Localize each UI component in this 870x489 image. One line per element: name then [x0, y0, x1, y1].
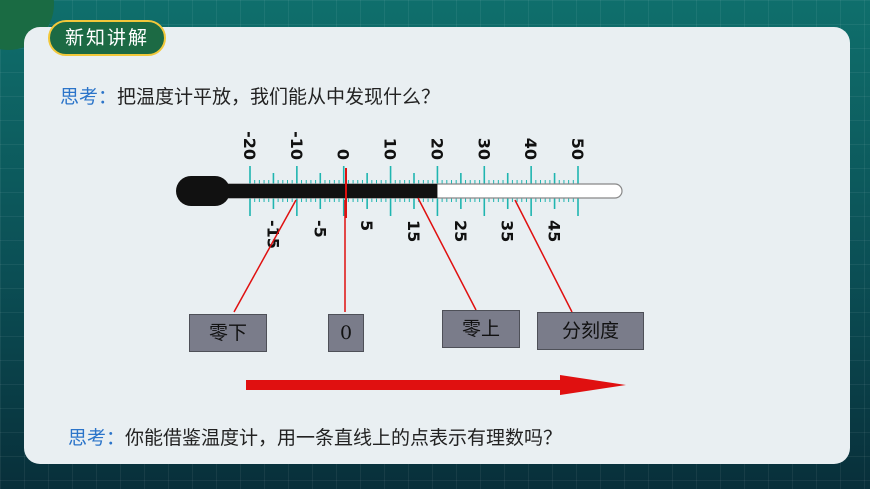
- question-1: 思考：把温度计平放，我们能从中发现什么？: [60, 82, 440, 109]
- arrow-head: [560, 375, 626, 395]
- scale-label: -20: [240, 131, 259, 160]
- label-graduation: 分刻度: [537, 312, 644, 350]
- scale-label: 20: [427, 138, 446, 160]
- question-2-text: 你能借鉴温度计，用一条直线上的点表示有理数吗？: [125, 427, 563, 449]
- thermometer-labels: -20 -10 0 10 20 30 40 50 -15 -5 5 15 25 35 45: [240, 131, 587, 249]
- label-above-zero: 零上: [442, 310, 520, 348]
- label-zero: 0: [328, 314, 364, 352]
- thermometer-bulb: [176, 176, 230, 206]
- scale-label: 0: [334, 149, 353, 160]
- arrow-shaft: [246, 380, 566, 390]
- scale-label: 30: [474, 138, 493, 160]
- question-2-lead: 思考：: [68, 427, 126, 449]
- scale-label: 35: [498, 220, 517, 242]
- label-below-zero: 零下: [189, 314, 267, 352]
- thermometer-mercury: [190, 184, 438, 198]
- scale-label: 5: [357, 220, 376, 231]
- question-1-text: 把温度计平放，我们能从中发现什么？: [117, 86, 441, 108]
- thermometer-scale: [249, 166, 579, 216]
- scale-label: 10: [381, 138, 400, 160]
- pointer-graduation: [514, 199, 573, 313]
- scale-label: -15: [263, 220, 282, 249]
- pointer-above-zero: [417, 197, 477, 311]
- question-1-lead: 思考：: [60, 86, 118, 108]
- content-panel: [24, 27, 850, 464]
- section-badge: 新知讲解: [48, 20, 166, 56]
- scale-label: 25: [451, 220, 470, 242]
- scale-label: 15: [404, 220, 423, 242]
- number-line-arrow: [246, 375, 626, 395]
- scale-label: -10: [287, 131, 306, 160]
- question-2: 思考：你能借鉴温度计，用一条直线上的点表示有理数吗？: [68, 423, 562, 450]
- scale-label: 45: [545, 220, 564, 242]
- pointer-below-zero: [233, 199, 297, 313]
- pointer-lines: [233, 197, 573, 313]
- scale-label: 50: [568, 138, 587, 160]
- scale-label: 40: [521, 138, 540, 160]
- scale-label: -5: [310, 220, 329, 238]
